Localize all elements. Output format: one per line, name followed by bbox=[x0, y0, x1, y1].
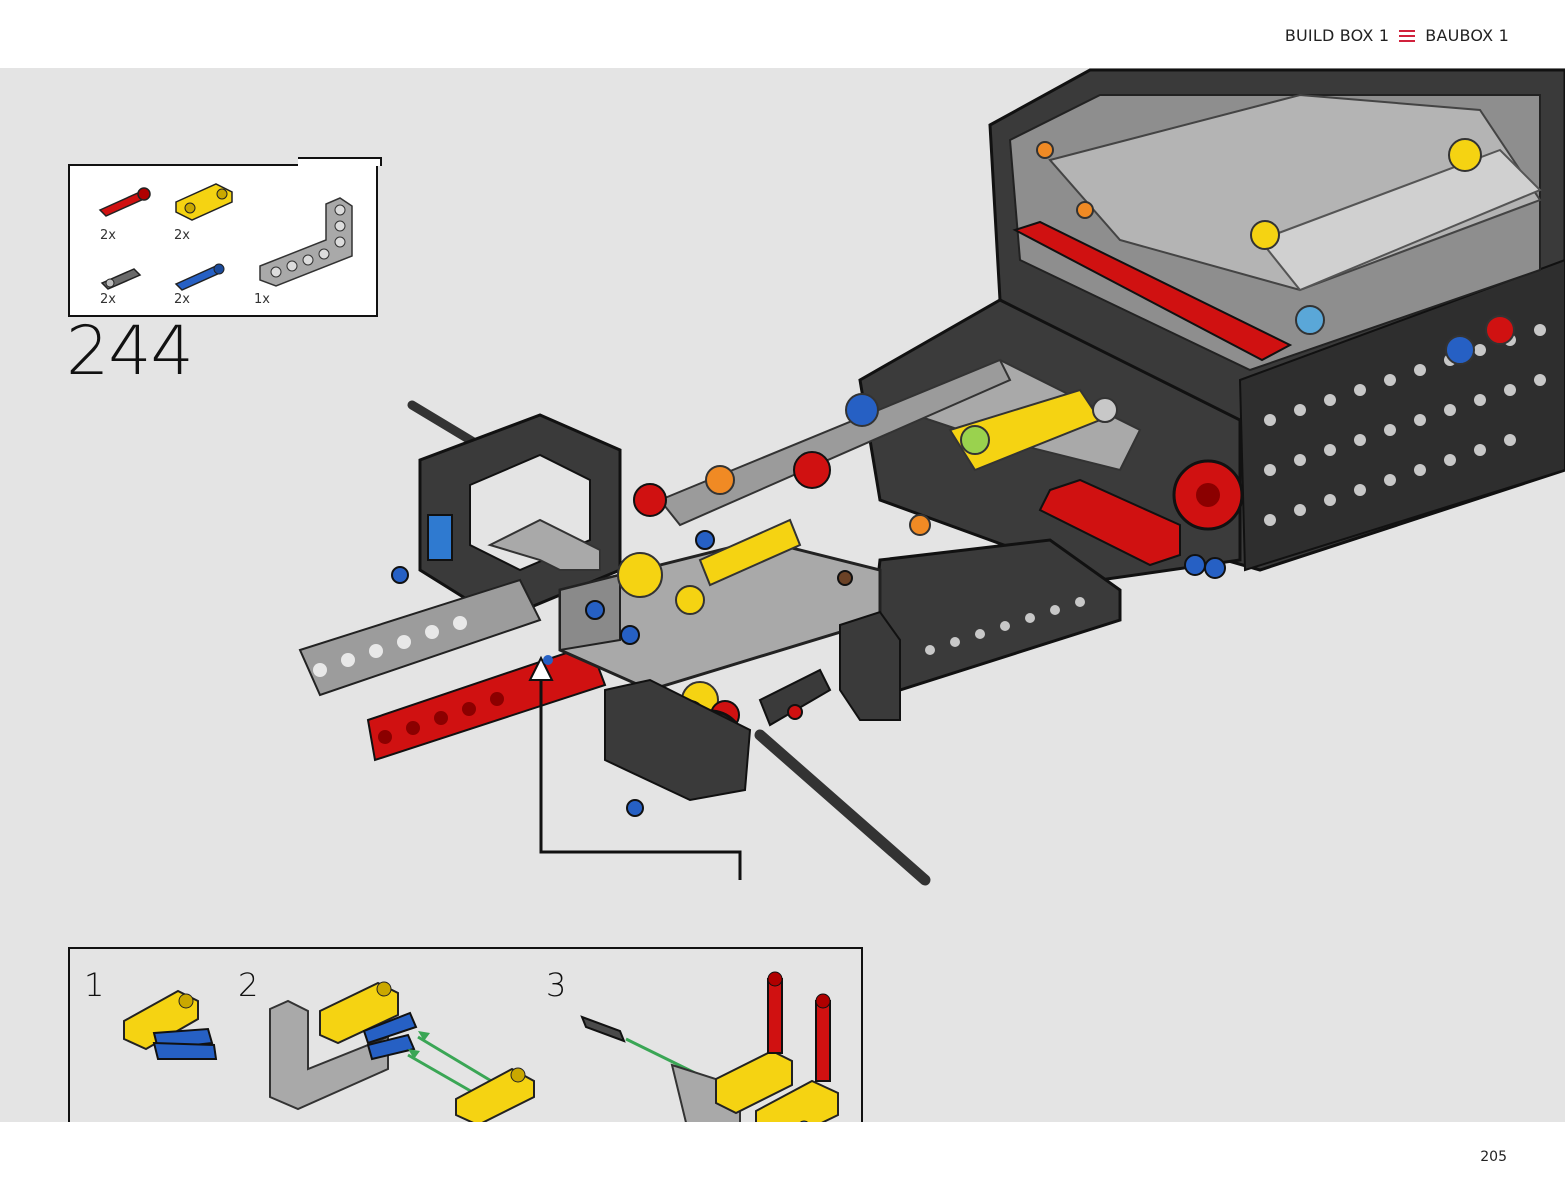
step-number: 244 bbox=[66, 312, 194, 391]
substep-1-illustration bbox=[123, 989, 218, 1060]
substep-box: 1 2 3 bbox=[68, 947, 863, 1122]
parts-qty: 1x bbox=[254, 292, 270, 307]
gray-l-beam-icon bbox=[259, 197, 353, 287]
yellow-beam-icon bbox=[175, 183, 233, 221]
substep-number: 3 bbox=[546, 966, 567, 1004]
blue-pin-icon bbox=[174, 263, 225, 291]
instruction-stage: 2x 2x 2x 2x 1x 244 1 bbox=[0, 68, 1565, 1122]
parts-qty: 2x bbox=[100, 228, 116, 243]
baubox-text: BAUBOX 1 bbox=[1425, 26, 1509, 45]
equals-icon bbox=[1399, 29, 1416, 42]
build-box-label: BUILD BOX 1 BAUBOX 1 bbox=[1285, 26, 1509, 45]
substep-2-illustration bbox=[269, 981, 535, 1122]
model-illustration bbox=[298, 68, 1565, 886]
header-bar: BUILD BOX 1 BAUBOX 1 bbox=[0, 0, 1565, 68]
page-number: 205 bbox=[1480, 1149, 1507, 1165]
red-pin-icon bbox=[98, 187, 151, 217]
parts-qty: 2x bbox=[174, 228, 190, 243]
substep-number: 2 bbox=[238, 966, 259, 1004]
substep-number: 1 bbox=[84, 966, 105, 1004]
parts-qty: 2x bbox=[100, 292, 116, 307]
parts-box-tab bbox=[298, 157, 382, 166]
parts-list-box: 2x 2x 2x 2x 1x bbox=[68, 157, 382, 317]
build-box-text: BUILD BOX 1 bbox=[1284, 26, 1390, 45]
parts-qty: 2x bbox=[174, 292, 190, 307]
substep-3-illustration bbox=[580, 971, 839, 1122]
gray-axle-pin-icon bbox=[100, 268, 142, 290]
